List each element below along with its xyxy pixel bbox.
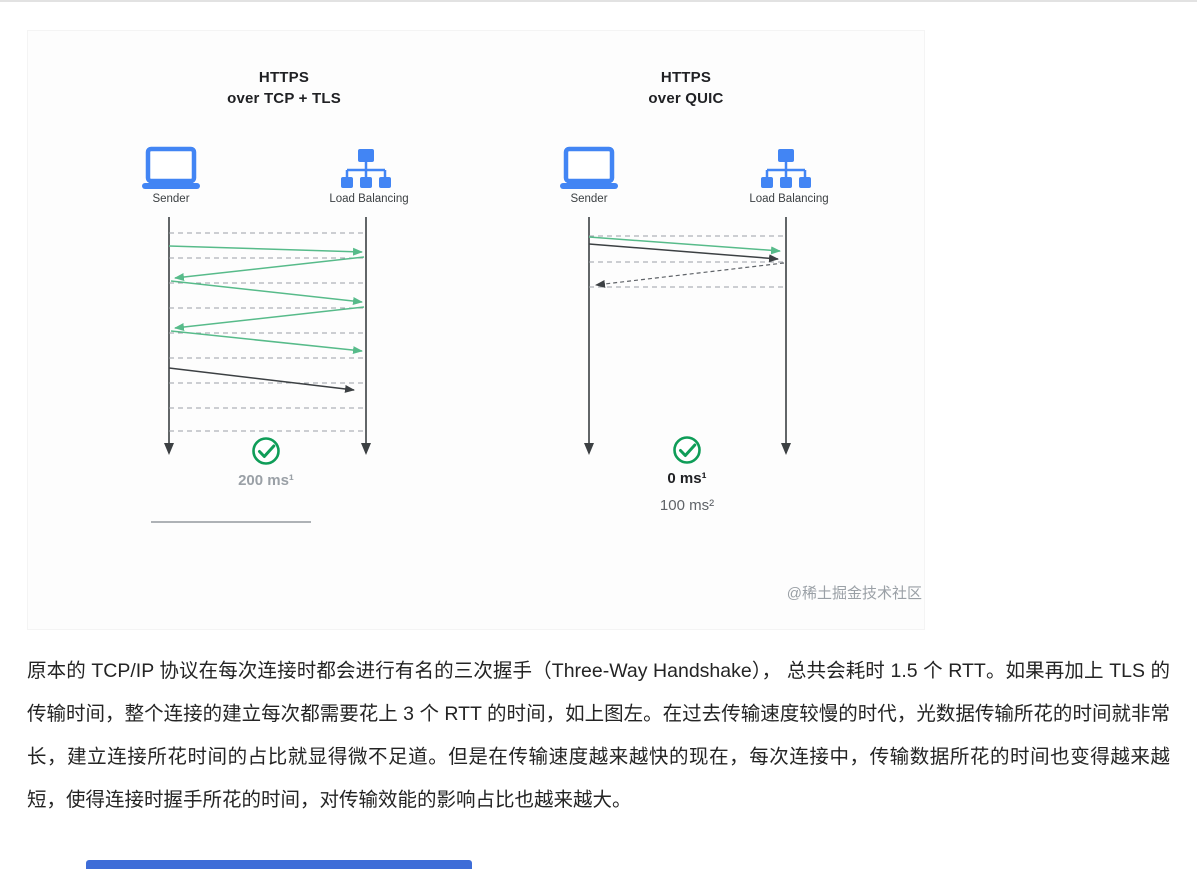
load-balancer-icon (341, 149, 391, 188)
partial-blue-element (86, 860, 472, 869)
article-paragraph: 原本的 TCP/IP 协议在每次连接时都会进行有名的三次握手（Three-Way… (27, 660, 1170, 811)
quic-handshake-arrows (588, 236, 785, 288)
tcp-data-arrow (168, 367, 355, 393)
sender-laptop-icon-right (560, 146, 618, 189)
quic-latency-secondary: 100 ms² (659, 497, 715, 514)
quic-title-line2: over QUIC (648, 90, 724, 107)
load-balancing-label-tcp: Load Balancing (329, 193, 409, 205)
diagram-canvas (142, 146, 811, 523)
page-top-divider (0, 0, 1197, 2)
watermark-text: @稀土掘金技术社区 (786, 585, 922, 602)
quic-dashed-gridlines (589, 235, 786, 288)
tcp-latency-value: 200 ms¹ (238, 472, 294, 489)
load-balancing-label-quic: Load Balancing (749, 193, 829, 205)
load-balancer-icon-right (761, 149, 811, 188)
sender-label-tcp: Sender (152, 193, 190, 205)
tcp-tls-title-line2: over TCP + TLS (227, 90, 341, 107)
sender-label-quic: Sender (570, 193, 608, 205)
tcp-dashed-gridlines (169, 232, 366, 432)
check-icon-quic (673, 436, 701, 464)
quic-title-line1: HTTPS (660, 69, 712, 86)
quic-title: HTTPS over QUIC (648, 67, 723, 109)
sender-laptop-icon (142, 146, 200, 189)
tcp-tls-title-line1: HTTPS (258, 69, 310, 86)
protocol-comparison-figure: HTTPS over TCP + TLS HTTPS over QUIC Sen… (27, 30, 925, 630)
check-icon-tcp (252, 437, 280, 465)
quic-latency-value: 0 ms¹ (667, 470, 707, 487)
tcp-tls-title: HTTPS over TCP + TLS (227, 67, 341, 109)
tcp-handshake-arrows (168, 245, 365, 355)
